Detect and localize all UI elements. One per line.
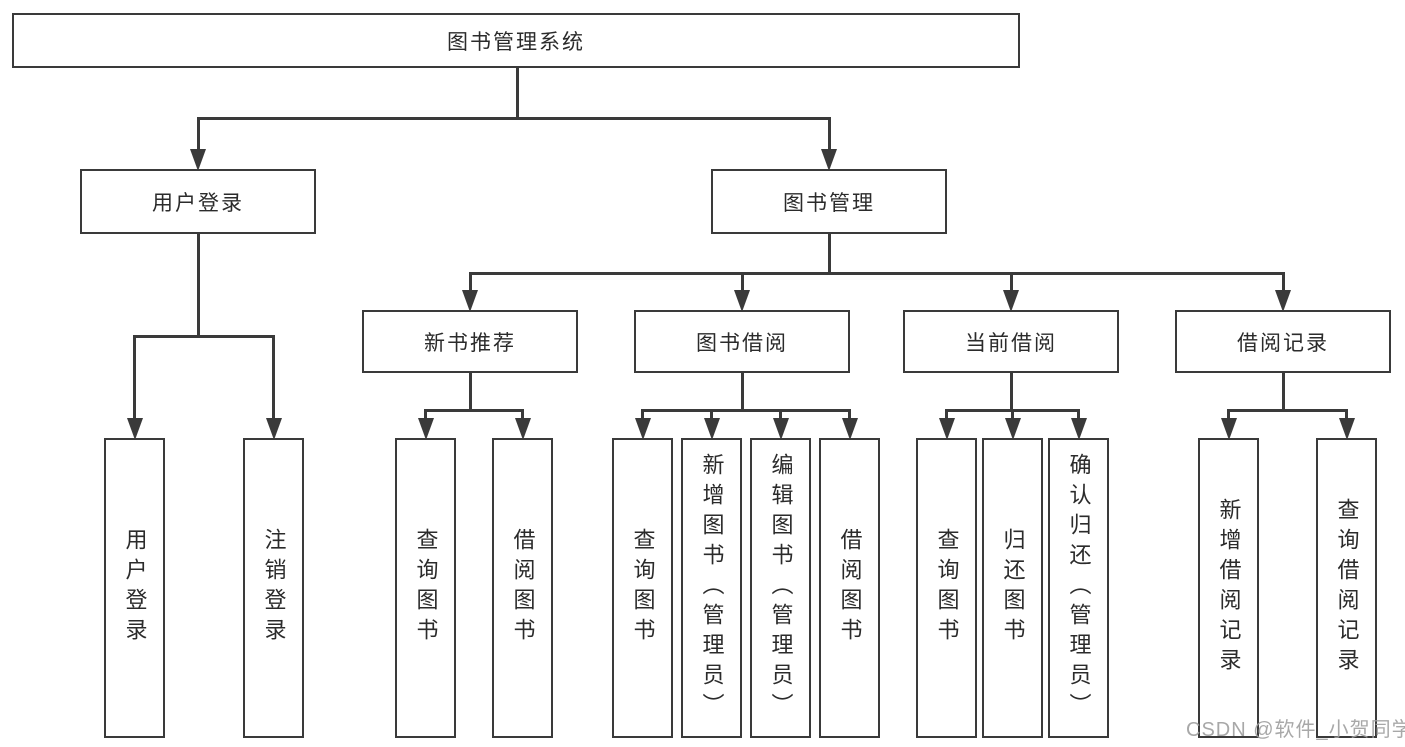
connector-line	[641, 410, 644, 420]
connector-line	[515, 68, 519, 118]
connector-line	[779, 410, 782, 420]
connector-line	[1227, 410, 1230, 420]
node-label: 用户登录	[122, 528, 148, 648]
node-leaf-return-books: 归还图书	[982, 438, 1043, 738]
arrow-down-icon	[821, 149, 837, 171]
connector-line	[1009, 373, 1013, 410]
connector-line	[424, 408, 524, 412]
connector-line	[945, 410, 948, 420]
connector-line	[272, 336, 275, 420]
node-leaf-user-login: 用户登录	[104, 438, 165, 738]
node-label: 借阅图书	[510, 528, 536, 648]
connector-line	[424, 410, 427, 420]
node-leaf-query-books-b: 查询图书	[612, 438, 673, 738]
node-leaf-logout: 注销登录	[243, 438, 304, 738]
arrow-down-icon	[514, 418, 531, 440]
node-label: 归还图书	[1000, 528, 1026, 648]
arrow-down-icon	[938, 418, 955, 440]
arrow-down-icon	[1004, 418, 1021, 440]
node-leaf-add-borrow-record: 新增借阅记录	[1198, 438, 1259, 738]
connector-line	[1345, 410, 1348, 420]
connector-line	[1281, 273, 1285, 292]
arrow-down-icon	[1070, 418, 1087, 440]
node-label: 注销登录	[261, 528, 287, 648]
arrow-down-icon	[190, 149, 206, 171]
node-label: 查询图书	[630, 528, 656, 648]
connector-line	[740, 273, 744, 292]
node-user-login: 用户登录	[80, 169, 316, 234]
arrow-down-icon	[703, 418, 720, 440]
node-label: 查询图书	[413, 528, 439, 648]
connector-line	[468, 273, 472, 292]
arrow-down-icon	[126, 418, 143, 440]
arrow-down-icon	[417, 418, 434, 440]
node-label: 查询图书	[934, 528, 960, 648]
node-leaf-add-books: 新增图书（管理员）	[681, 438, 742, 738]
node-leaf-query-books-c: 查询图书	[916, 438, 977, 738]
connector-line	[1077, 410, 1080, 420]
connector-line	[1009, 273, 1013, 292]
connector-line	[133, 334, 275, 338]
connector-line	[710, 410, 713, 420]
node-label: 新增借阅记录	[1216, 498, 1242, 678]
connector-line	[641, 408, 851, 412]
arrow-down-icon	[841, 418, 858, 440]
connector-line	[468, 373, 472, 410]
node-book-borrowing: 图书借阅	[634, 310, 850, 373]
node-leaf-borrow-books-a: 借阅图书	[492, 438, 553, 738]
node-label: 查询借阅记录	[1334, 498, 1360, 678]
connector-line	[827, 234, 831, 273]
node-leaf-edit-books: 编辑图书（管理员）	[750, 438, 811, 738]
connector-line	[196, 234, 200, 336]
node-leaf-query-books-a: 查询图书	[395, 438, 456, 738]
node-borrowing-records: 借阅记录	[1175, 310, 1391, 373]
connector-line	[1227, 408, 1348, 412]
connector-line	[1011, 410, 1014, 420]
connector-line	[740, 373, 744, 410]
connector-line	[133, 336, 136, 420]
node-leaf-query-borrow-record: 查询借阅记录	[1316, 438, 1377, 738]
arrow-down-icon	[734, 290, 750, 312]
arrow-down-icon	[634, 418, 651, 440]
node-label: 确认归还（管理员）	[1066, 453, 1092, 723]
node-leaf-borrow-books-b: 借阅图书	[819, 438, 880, 738]
connector-line	[827, 118, 831, 151]
node-current-borrowing: 当前借阅	[903, 310, 1119, 373]
node-label: 编辑图书（管理员）	[768, 453, 794, 723]
connector-line	[848, 410, 851, 420]
watermark: CSDN @软件_小贺同学	[1186, 719, 1405, 741]
arrow-down-icon	[1275, 290, 1291, 312]
connector-line	[521, 410, 524, 420]
arrow-down-icon	[265, 418, 282, 440]
node-book-management: 图书管理	[711, 169, 947, 234]
connector-line	[468, 271, 1285, 275]
arrow-down-icon	[1338, 418, 1355, 440]
connector-line	[196, 116, 831, 120]
node-root: 图书管理系统	[12, 13, 1020, 68]
node-leaf-confirm-return: 确认归还（管理员）	[1048, 438, 1109, 738]
arrow-down-icon	[1220, 418, 1237, 440]
arrow-down-icon	[1003, 290, 1019, 312]
arrow-down-icon	[772, 418, 789, 440]
node-label: 借阅图书	[837, 528, 863, 648]
connector-line	[196, 118, 200, 151]
node-new-book-recommend: 新书推荐	[362, 310, 578, 373]
connector-line	[1281, 373, 1285, 410]
node-label: 新增图书（管理员）	[699, 453, 725, 723]
arrow-down-icon	[462, 290, 478, 312]
